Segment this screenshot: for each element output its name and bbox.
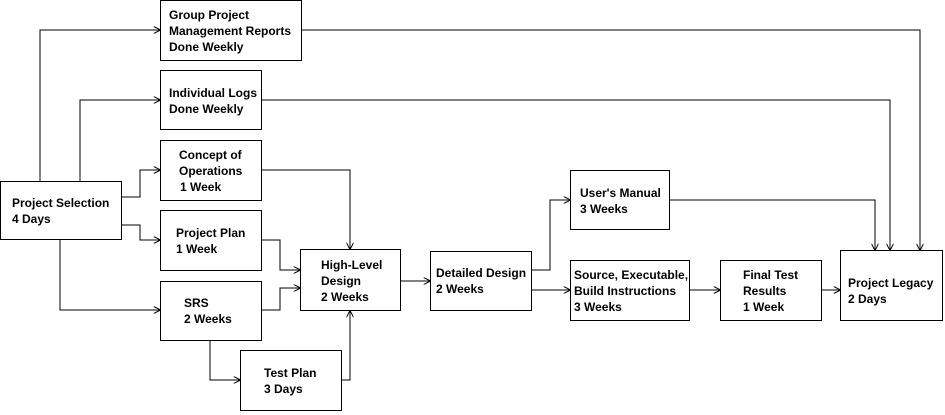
node-users-manual: User's Manual 3 Weeks bbox=[570, 170, 670, 230]
node-text: User's Manual bbox=[580, 186, 661, 200]
node-text: 4 Days bbox=[12, 212, 51, 226]
node-text: SRS bbox=[184, 296, 209, 310]
edge-srs-to-hld bbox=[262, 288, 300, 311]
node-text: Concept of bbox=[179, 148, 242, 162]
edge-selection-to-srs bbox=[59, 239, 160, 310]
node-text: 2 Weeks bbox=[436, 282, 484, 296]
node-project-selection: Project Selection 4 Days bbox=[0, 181, 122, 240]
node-test-plan: Test Plan 3 Days bbox=[240, 350, 342, 411]
node-detailed-design: Detailed Design 2 Weeks bbox=[430, 251, 532, 311]
node-text: 2 Weeks bbox=[321, 290, 369, 304]
edge-testplan-to-hld bbox=[342, 311, 350, 381]
node-srs: SRS 2 Weeks bbox=[160, 281, 262, 341]
node-text: Individual Logs bbox=[169, 86, 258, 100]
node-text: Group Project bbox=[169, 8, 250, 22]
node-project-plan: Project Plan 1 Week bbox=[160, 210, 262, 271]
edge-plan-to-hld bbox=[262, 239, 300, 270]
edge-detailed-to-manual bbox=[532, 200, 570, 271]
edge-selection-to-individual-logs bbox=[79, 100, 160, 181]
node-source-executable: Source, Executable, Build Instructions 3… bbox=[570, 260, 690, 321]
node-text: Detailed Design bbox=[436, 266, 527, 280]
node-text: Project Plan bbox=[176, 226, 246, 240]
node-text: 3 Weeks bbox=[580, 202, 628, 216]
node-text: Done Weekly bbox=[169, 40, 244, 54]
node-text: 1 Week bbox=[743, 300, 785, 314]
edge-logs-to-legacy bbox=[262, 99, 890, 250]
node-text: Project Selection bbox=[12, 196, 110, 210]
node-individual-logs: Individual Logs Done Weekly bbox=[160, 70, 262, 130]
edge-reports-to-legacy bbox=[302, 29, 920, 250]
edge-selection-to-group-reports bbox=[39, 30, 160, 181]
node-text: 1 Week bbox=[180, 180, 222, 194]
node-concept-operations: Concept of Operations 1 Week bbox=[160, 140, 262, 201]
node-text: Operations bbox=[179, 164, 243, 178]
edge-selection-to-concept bbox=[122, 170, 160, 198]
node-text: Management Reports bbox=[169, 24, 292, 38]
node-text: 2 Weeks bbox=[184, 312, 232, 326]
node-group-reports: Group Project Management Reports Done We… bbox=[160, 0, 302, 61]
node-text: High-Level bbox=[321, 258, 383, 272]
node-text: 3 Days bbox=[264, 382, 303, 396]
node-final-test: Final Test Results 1 Week bbox=[720, 260, 822, 321]
node-project-legacy: Project Legacy 2 Days bbox=[840, 250, 943, 321]
edge-concept-to-hld bbox=[262, 169, 350, 249]
node-text: Done Weekly bbox=[169, 102, 244, 116]
node-text: Design bbox=[321, 274, 362, 288]
node-text: Final Test bbox=[743, 268, 799, 282]
node-text: 2 Days bbox=[848, 292, 887, 306]
node-text: Source, Executable, bbox=[574, 268, 689, 282]
edge-manual-to-legacy bbox=[670, 199, 875, 250]
node-text: Build Instructions bbox=[574, 284, 676, 298]
edge-srs-to-testplan bbox=[209, 341, 240, 380]
node-high-level-design: High-Level Design 2 Weeks bbox=[300, 249, 401, 311]
node-text: Project Legacy bbox=[848, 276, 934, 290]
node-text: 3 Weeks bbox=[574, 300, 622, 314]
edge-selection-to-plan bbox=[122, 224, 160, 240]
node-text: 1 Week bbox=[176, 242, 218, 256]
node-text: Results bbox=[743, 284, 787, 298]
node-text: Test Plan bbox=[264, 366, 317, 380]
